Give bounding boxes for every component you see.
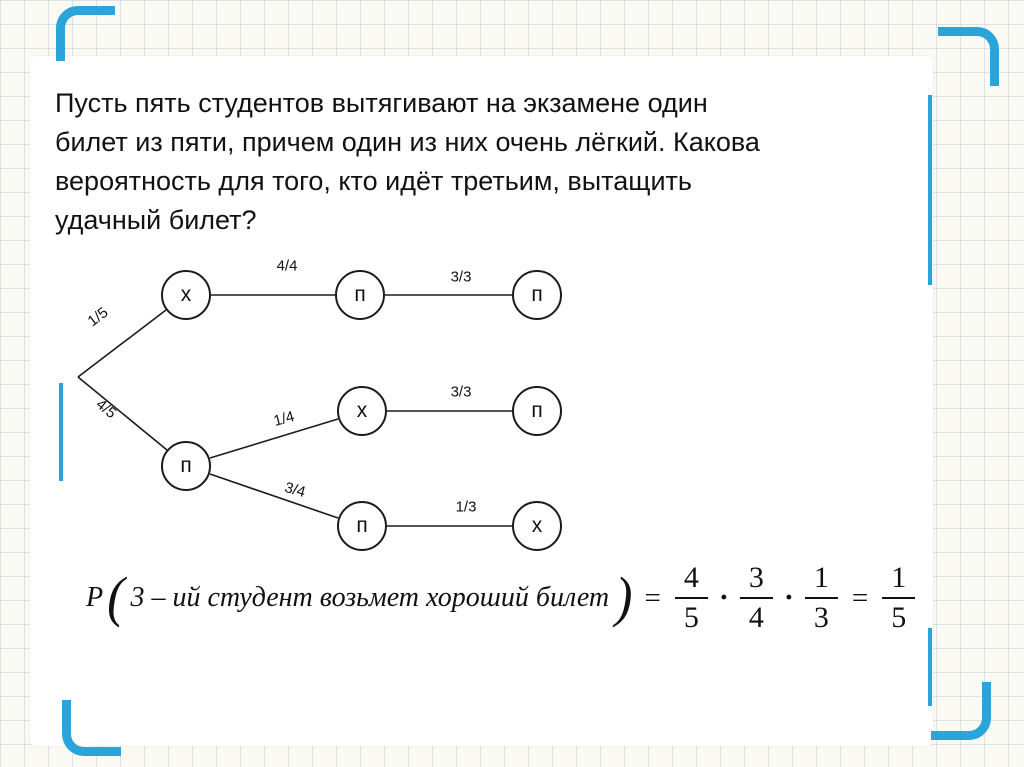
fraction-denominator: 5 [891, 601, 907, 634]
tree-node: п [337, 501, 387, 551]
slide-card [30, 56, 933, 746]
tree-node-label: п [356, 514, 368, 537]
tree-node: х [161, 270, 211, 320]
tree-node-label: х [180, 283, 192, 306]
fraction-denominator: 3 [813, 601, 829, 634]
fraction-3-4: 3 4 [739, 561, 773, 636]
formula-equals-1: = [644, 581, 661, 614]
edge-label: 3/3 [450, 268, 472, 286]
tree-node-label: х [531, 514, 543, 537]
corner-bracket-top-left [56, 6, 115, 61]
question-line-3: вероятность для того, кто идёт третьим, … [55, 166, 692, 196]
tree-node-label: п [531, 399, 543, 422]
multiply-dot: · [718, 581, 729, 614]
question-line-1: Пусть пять студентов вытягивают на экзам… [55, 88, 708, 118]
fraction-4-5: 4 5 [674, 561, 708, 636]
fraction-denominator: 5 [683, 601, 699, 634]
multiply-dot: · [783, 581, 794, 614]
tree-node: п [512, 270, 562, 320]
tree-node: п [512, 386, 562, 436]
tree-node: п [161, 441, 211, 491]
question-text: Пусть пять студентов вытягивают на экзам… [55, 84, 935, 240]
fraction-numerator: 3 [739, 561, 773, 599]
tree-node-label: х [356, 399, 368, 422]
edge-label: 4/4 [276, 257, 298, 275]
fraction-1-3: 1 3 [804, 561, 838, 636]
tree-node-label: п [354, 283, 366, 306]
formula-equals-2: = [851, 581, 869, 614]
corner-bracket-top-right [938, 27, 999, 86]
formula-open-paren: ( [107, 566, 125, 629]
fraction-numerator: 4 [674, 561, 708, 599]
formula-symbol: P [86, 582, 104, 613]
fraction-denominator: 4 [748, 601, 764, 634]
tree-node: х [337, 386, 387, 436]
tree-node-label: п [180, 454, 192, 477]
question-line-4: удачный билет? [55, 205, 257, 235]
tree-node: х [512, 501, 562, 551]
corner-bracket-bottom-right [931, 682, 991, 740]
formula-argument: 3 – ий студент возьмет хороший билет [130, 582, 610, 613]
tree-node-label: п [531, 283, 543, 306]
edge-label: 3/3 [450, 383, 472, 401]
fraction-numerator: 1 [804, 561, 838, 599]
formula-close-paren: ) [615, 566, 633, 629]
probability-formula: P ( 3 – ий студент возьмет хороший билет… [86, 552, 919, 644]
tree-node: п [335, 270, 385, 320]
accent-line-right-upper [928, 95, 932, 285]
question-line-2: билет из пяти, причем один из них очень … [55, 127, 760, 157]
fraction-numerator: 1 [882, 561, 916, 599]
edge-label: 1/3 [455, 498, 477, 516]
fraction-result-1-5: 1 5 [882, 561, 916, 636]
corner-bracket-bottom-left [62, 700, 121, 756]
accent-line-right-lower [928, 628, 932, 706]
accent-line-left [59, 383, 63, 481]
